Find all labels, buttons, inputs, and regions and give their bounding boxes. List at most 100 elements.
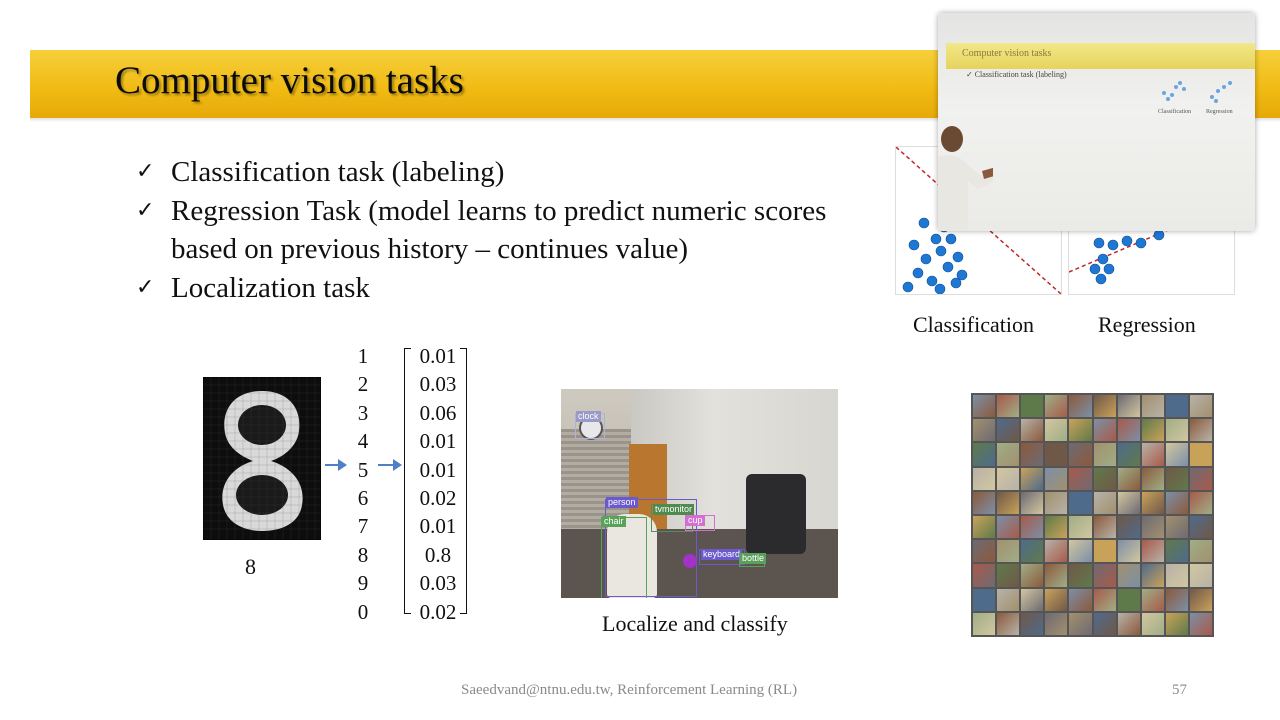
thumbnail-image [1045,612,1068,635]
thumbnail-image [1117,540,1140,563]
thumbnail-image [997,419,1020,442]
video-scatter-thumbnail [1162,81,1232,103]
check-icon: ✓ [136,197,155,223]
class-label: 7 [357,514,369,539]
probability-value: 0.01 [419,429,457,454]
presenter-figure [938,126,993,231]
probability-value: 0.01 [419,457,457,482]
thumbnail-image [1117,516,1140,539]
thumbnail-image [1069,564,1092,587]
class-label: 8 [357,542,369,567]
thumbnail-image [1189,564,1212,587]
thumbnail-image [1189,588,1212,611]
thumbnail-image [1021,419,1044,442]
thumbnail-image [973,467,996,490]
thumbnail-image [1165,467,1188,490]
bbox-label: person [606,497,638,508]
thumbnail-image [1021,516,1044,539]
thumbnail-image [1141,419,1164,442]
bbox-label: keyboard [701,549,743,560]
class-label-column: 1 2 3 4 5 6 7 8 9 0 [352,342,374,626]
thumbnail-image [1045,540,1068,563]
class-label: 3 [357,400,369,425]
arrow-icon [325,459,347,471]
thumbnail-image [1189,395,1212,418]
thumbnail-image [1093,443,1116,466]
thumbnail-image [1069,540,1092,563]
arrow-icon [378,459,402,471]
thumbnail-image [1021,612,1044,635]
thumbnail-image [1189,467,1212,490]
thumbnail-image [1069,516,1092,539]
thumbnail-image [1141,540,1164,563]
detection-caption: Localize and classify [602,611,788,636]
thumbnail-image [1021,443,1044,466]
probability-value: 0.02 [419,599,457,624]
bullet-text: Regression Task (model learns to predict… [171,194,827,266]
probability-vector: 0.01 0.03 0.06 0.01 0.01 0.02 0.01 0.8 0… [410,342,466,626]
bullet-list: ✓Classification task (labeling) ✓Regress… [136,153,856,307]
thumbnail-image [997,395,1020,418]
probability-value: 0.01 [419,514,457,539]
class-label: 6 [357,485,369,510]
probability-value: 0.06 [419,400,457,425]
probability-value: 0.8 [424,542,452,567]
thumbnail-image [1141,564,1164,587]
bbox-label: tvmonitor [653,504,695,515]
thumbnail-image [1117,612,1140,635]
thumbnail-image [997,588,1020,611]
thumbnail-image [1069,491,1092,514]
video-slide-bullet: ✓ Classification task (labeling) [966,70,1067,79]
thumbnail-image [1021,588,1044,611]
thumbnail-image [1189,612,1212,635]
thumbnail-image [1117,467,1140,490]
bbox-label: bottle [740,553,767,564]
thumbnail-image [973,419,996,442]
thumbnail-image [1117,419,1140,442]
probability-value: 0.03 [419,372,457,397]
thumbnail-image [1069,395,1092,418]
thumbnail-image [1141,612,1164,635]
bbox-person [605,499,697,597]
class-label: 5 [357,457,369,482]
thumbnail-image [1021,467,1044,490]
thumbnail-image [1165,395,1188,418]
thumbnail-image [1069,467,1092,490]
bbox-label: clock [576,411,601,422]
thumbnail-image [973,564,996,587]
thumbnail-image [1141,516,1164,539]
thumbnail-image [1093,588,1116,611]
page-number: 57 [1172,682,1187,698]
thumbnail-image [1189,516,1212,539]
digit-pixel-image [202,376,322,541]
thumbnail-image [1021,395,1044,418]
slide-title: Computer vision tasks [115,59,464,102]
thumbnail-image [1069,588,1092,611]
class-label: 1 [357,344,369,368]
thumbnail-image [1141,395,1164,418]
thumbnail-image [1045,491,1068,514]
thumbnail-image [1165,491,1188,514]
video-slide-title: Computer vision tasks [962,48,1052,59]
thumbnail-image [1189,419,1212,442]
thumbnail-image [1141,491,1164,514]
thumbnail-image [1165,588,1188,611]
thumbnail-image [973,588,996,611]
thumbnail-image [973,491,996,514]
thumbnail-image [1093,467,1116,490]
class-label: 4 [357,429,369,454]
image-thumbnail-grid [971,393,1214,637]
thumbnail-image [1069,443,1092,466]
thumbnail-image [1021,540,1044,563]
thumbnail-image [1045,564,1068,587]
thumbnail-image [973,443,996,466]
thumbnail-image [1165,564,1188,587]
thumbnail-image [973,540,996,563]
thumbnail-image [1093,419,1116,442]
vector-bracket-left [404,348,411,614]
thumbnail-image [1045,443,1068,466]
thumbnail-image [1189,443,1212,466]
digit-caption: 8 [245,554,256,579]
scene-person [607,514,657,598]
scene-robot [746,474,806,554]
